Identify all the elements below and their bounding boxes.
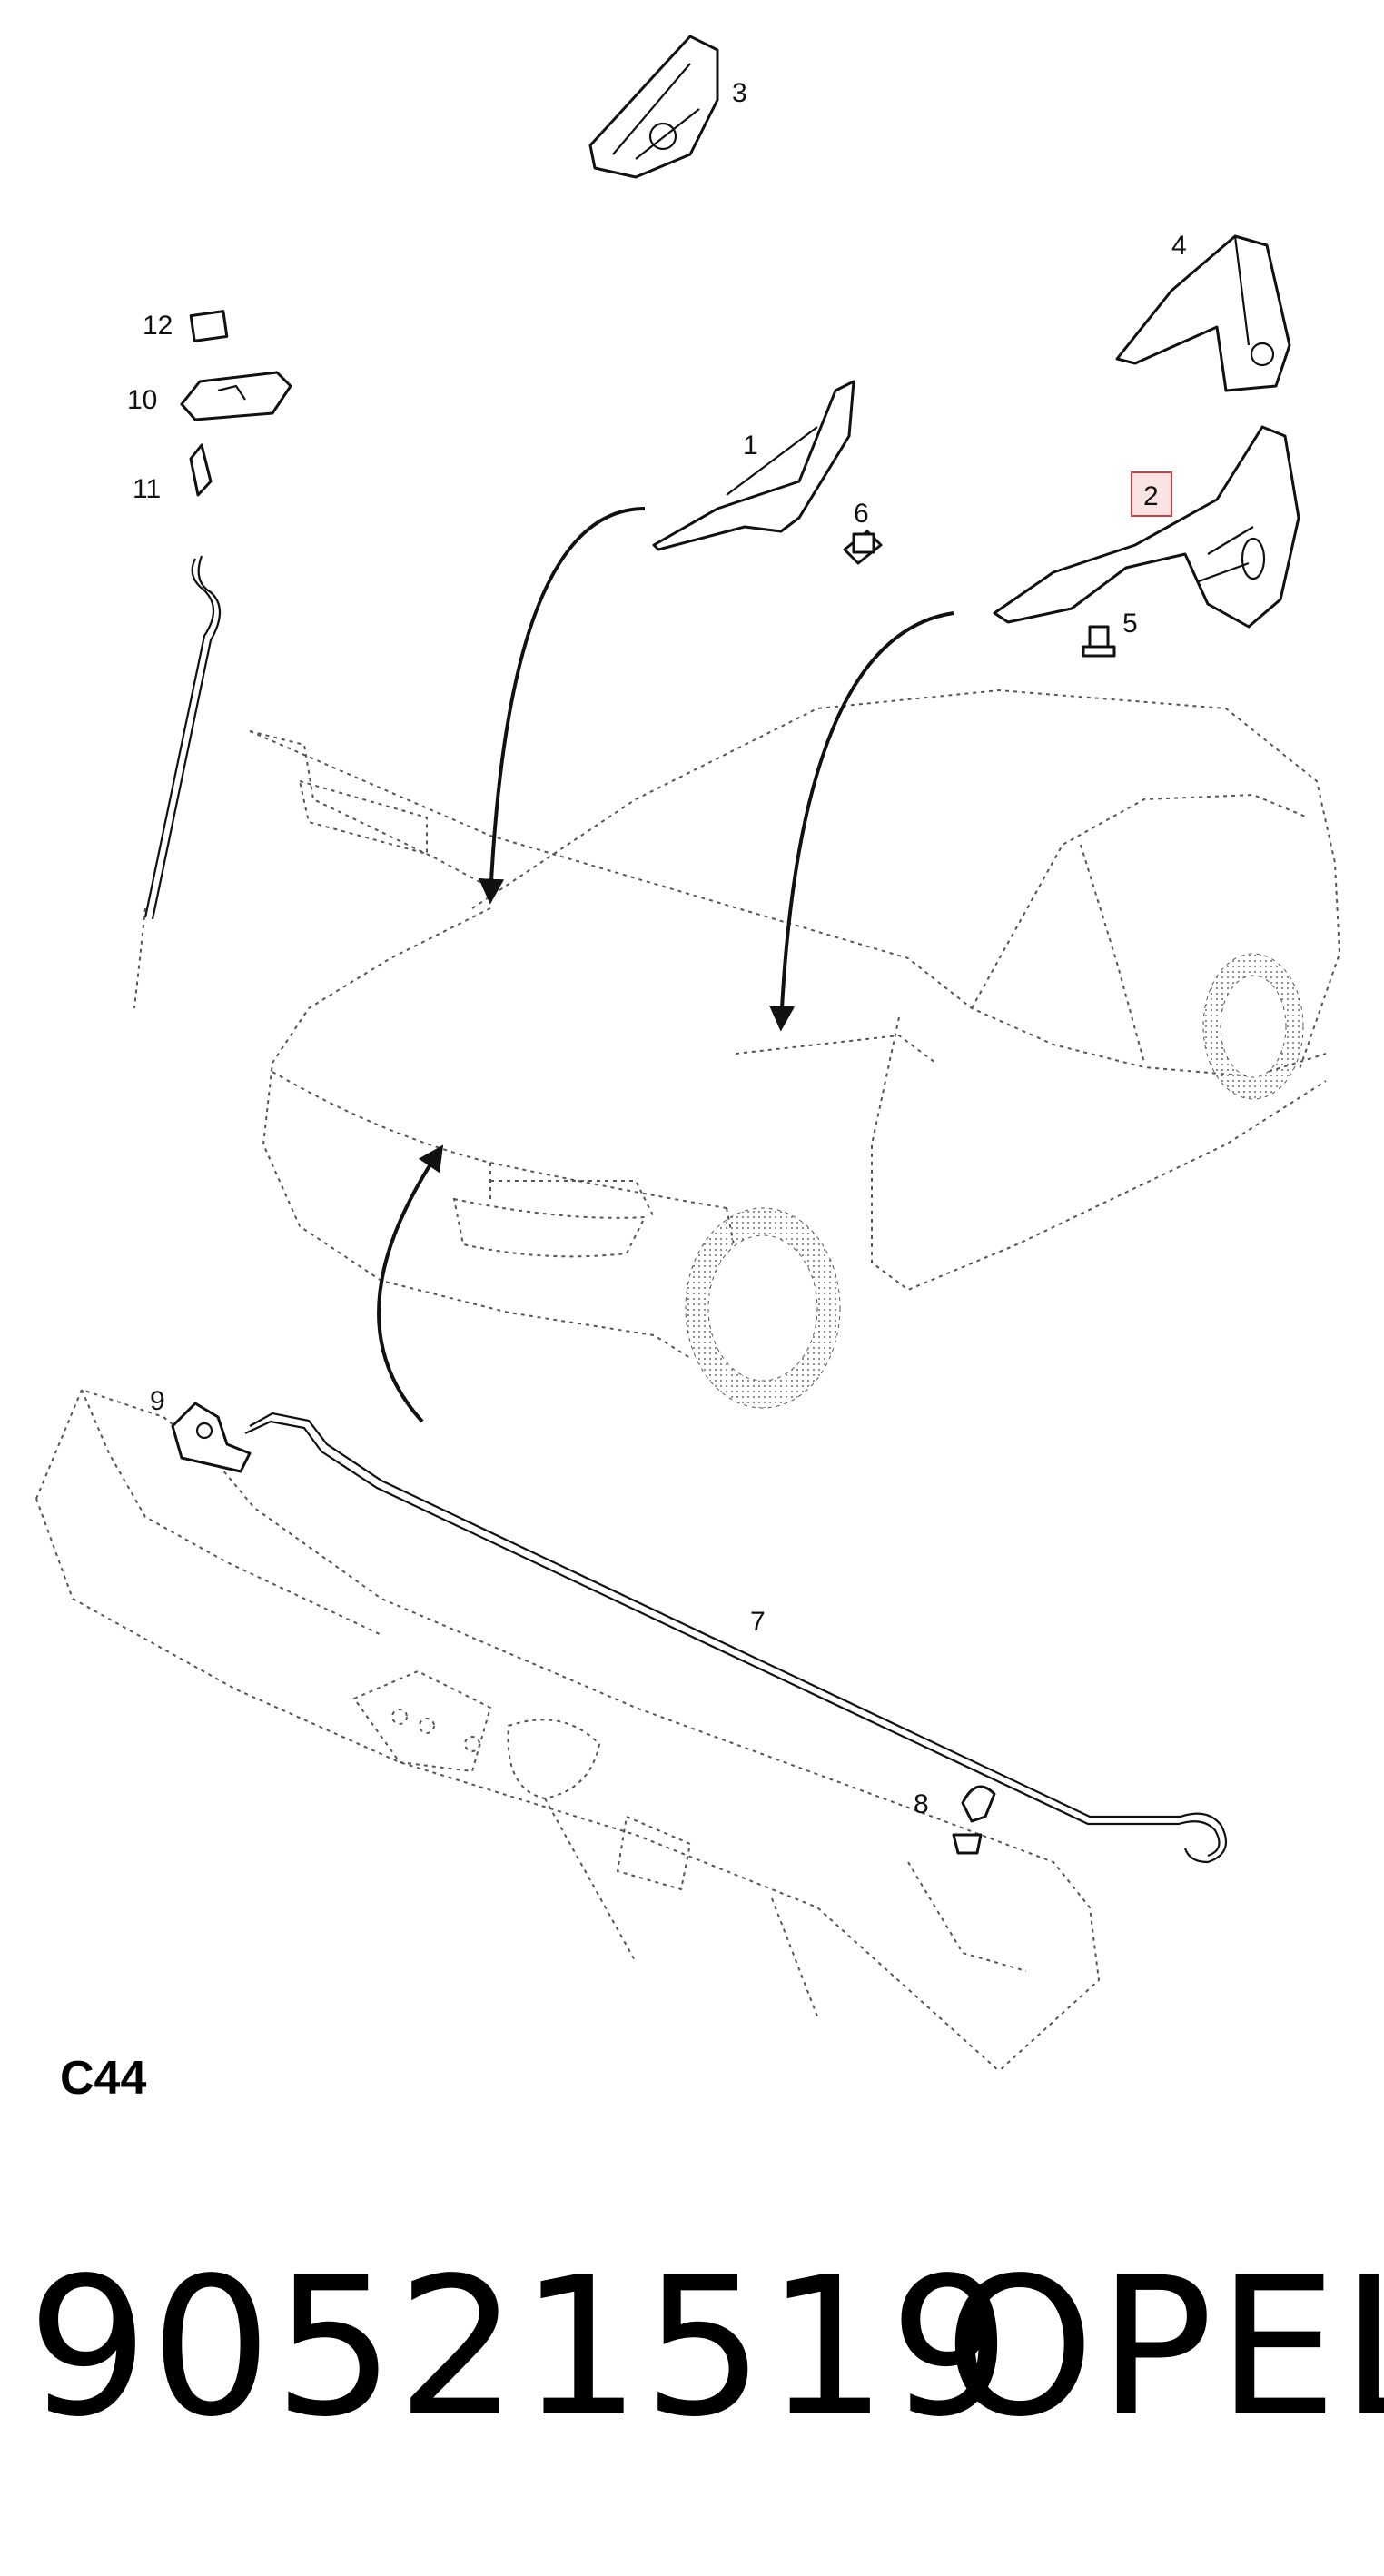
part-7-release-cable xyxy=(244,1412,1228,1864)
part-1-hinge xyxy=(652,380,855,551)
callout-4: 4 xyxy=(1171,231,1187,261)
part-11-screw xyxy=(189,443,213,497)
callout-12: 12 xyxy=(143,311,173,341)
part-number: 90521519 xyxy=(27,2236,1013,2459)
callout-7: 7 xyxy=(750,1607,766,1637)
part-3-hinge-bracket xyxy=(588,35,719,179)
vehicle-outline xyxy=(249,689,1341,1409)
callout-9: 9 xyxy=(150,1386,165,1416)
callout-8: 8 xyxy=(914,1789,929,1819)
part-10-bumper xyxy=(180,371,292,421)
brand-name: OPEL xyxy=(944,2236,1384,2459)
hood-prop-rod xyxy=(133,555,222,1009)
part-9-clip xyxy=(171,1402,252,1473)
callout-11: 11 xyxy=(133,474,161,504)
part-2-hinge xyxy=(993,425,1300,629)
callout-1: 1 xyxy=(743,431,758,461)
parts-diagram: 3 4 12 10 11 1 6 2 5 9 7 8 xyxy=(35,35,1341,2072)
callout-6: 6 xyxy=(854,499,869,529)
part-6-bolt xyxy=(843,530,883,565)
callout-2-highlight xyxy=(1131,471,1172,517)
part-5-bolt xyxy=(1082,625,1116,658)
arrow-part-2 xyxy=(769,611,954,1032)
front-panel-outline xyxy=(35,1388,1101,2072)
callout-3: 3 xyxy=(732,78,747,108)
arrow-part-7 xyxy=(377,1144,444,1423)
part-8-cable-clip xyxy=(952,1785,996,1855)
part-4-hinge xyxy=(1115,234,1291,392)
callout-5: 5 xyxy=(1122,609,1138,639)
arrow-part-1 xyxy=(479,507,646,905)
part-12-clip xyxy=(189,310,229,342)
callout-2: 2 xyxy=(1143,481,1159,511)
diagram-code: C44 xyxy=(60,2052,147,2105)
callout-10: 10 xyxy=(127,385,157,415)
